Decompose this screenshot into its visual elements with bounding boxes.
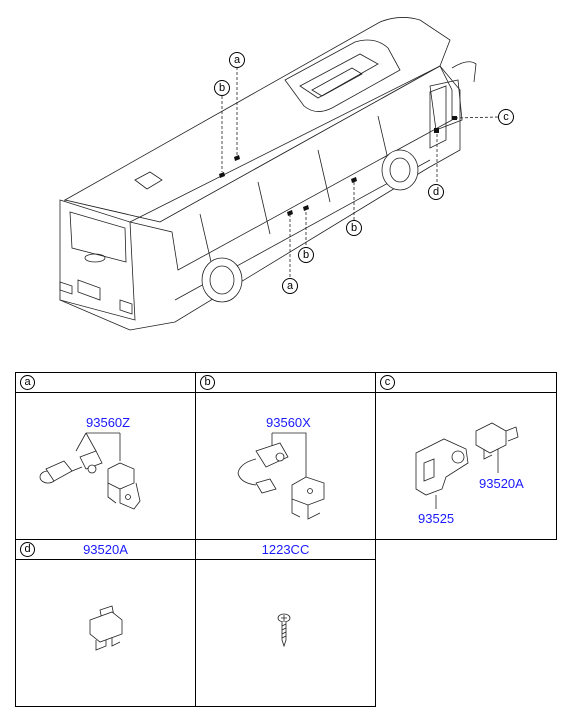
screw-drawing (277, 613, 291, 648)
callout-b-side-mid: b (298, 247, 314, 263)
cell-label-b: b (200, 375, 215, 390)
cell-header: 1223CC (196, 540, 375, 560)
part-number-93560Z: 93560Z (86, 415, 131, 430)
part-number-93520A: 93520A (479, 476, 524, 491)
bracket-and-switch-drawing (415, 422, 519, 509)
callout-a-roof: a (229, 52, 245, 68)
part-number-93520A: 93520A (83, 542, 128, 557)
parts-cell-screw: 1223CC (195, 539, 376, 707)
parts-cell-b: b 93560X (195, 372, 376, 540)
parts-cell-c: c 93525 93520A (375, 372, 557, 540)
callout-b-roof: b (214, 80, 230, 96)
cell-label-c: c (380, 375, 395, 390)
cell-label-a: a (20, 375, 35, 390)
part-number-1223CC: 1223CC (261, 542, 310, 557)
part-number-93560X: 93560X (266, 415, 311, 430)
callout-b-side-rear: b (346, 220, 362, 236)
cell-label-d: d (20, 542, 35, 557)
bus-illustration (59, 17, 499, 331)
callout-d-door: d (428, 184, 444, 200)
cell-header: a (16, 373, 195, 393)
cell-header: c (376, 373, 556, 393)
cell-header: d 93520A (16, 540, 195, 560)
cell-header: b (196, 373, 375, 393)
door-switch-drawing (89, 605, 123, 651)
callout-a-side: a (282, 278, 298, 294)
parts-cell-a: a 93560Z (15, 372, 196, 540)
parts-cell-d: d 93520A (15, 539, 196, 707)
part-number-93525: 93525 (418, 511, 455, 526)
switch-bracket-assembly-drawing (39, 432, 141, 510)
switch-bracket-assembly-drawing (237, 432, 325, 520)
callout-c-front: c (498, 109, 514, 125)
